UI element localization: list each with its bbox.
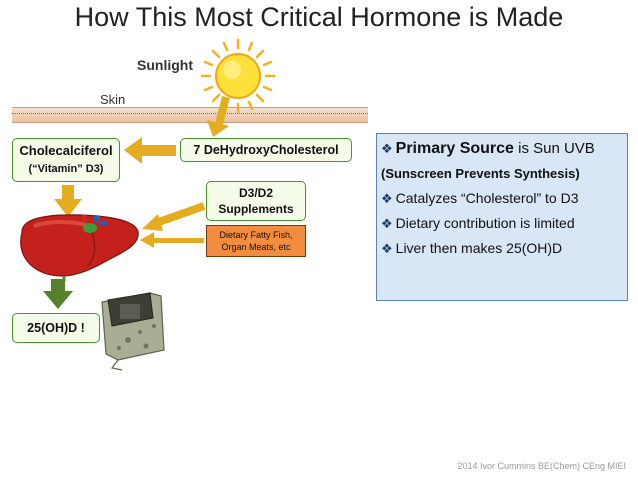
skin-layer xyxy=(12,107,368,123)
dietary-line1: Dietary Fatty Fish, xyxy=(219,230,293,240)
sunlight-label: Sunlight xyxy=(137,57,193,73)
info-panel: ❖Primary Source is Sun UVB (Sunscreen Pr… xyxy=(376,133,628,301)
arrow-cholecalciferol-to-liver xyxy=(54,185,82,217)
bullet-icon: ❖ xyxy=(381,191,393,206)
supplements-line1: D3/D2 xyxy=(238,186,273,200)
result-box: 25(OH)D ! xyxy=(12,313,100,343)
dietary-sources-box: Dietary Fatty Fish, Organ Meats, etc xyxy=(206,225,306,257)
bullet-icon: ❖ xyxy=(381,216,393,231)
sun-icon xyxy=(200,38,276,114)
liver-icon xyxy=(20,214,139,282)
cholecalciferol-label: Cholecalciferol xyxy=(19,143,113,158)
page-title: How This Most Critical Hormone is Made xyxy=(74,2,564,32)
catalyzes-text: Catalyzes “Cholesterol” to D3 xyxy=(395,190,579,206)
primary-source-highlight: Primary Source xyxy=(395,140,514,157)
dehydrocholesterol-box: 7 DeHydroxyCholesterol xyxy=(180,138,352,162)
arrow-sun-to-skin xyxy=(207,95,230,137)
dietary-text: Dietary contribution is limited xyxy=(395,215,575,231)
supplements-line2: Supplements xyxy=(218,202,294,216)
info-line-liver: ❖Liver then makes 25(OH)D xyxy=(381,236,623,261)
result-label: 25(OH)D ! xyxy=(27,321,85,335)
supplements-box: D3/D2 Supplements xyxy=(206,181,306,221)
info-line-catalyzes: ❖Catalyzes “Cholesterol” to D3 xyxy=(381,186,623,211)
info-line-primary-source: ❖Primary Source is Sun UVB xyxy=(381,136,623,161)
bullet-icon: ❖ xyxy=(381,141,393,156)
vitamin-d3-label: (“Vitamin” D3) xyxy=(28,163,104,175)
info-line-dietary: ❖Dietary contribution is limited xyxy=(381,211,623,236)
bullet-icon: ❖ xyxy=(381,241,393,256)
arrow-liver-to-result xyxy=(43,279,73,309)
arrow-dehydro-to-cholecalciferol xyxy=(124,137,176,164)
cholecalciferol-box: Cholecalciferol (“Vitamin” D3) xyxy=(12,138,120,182)
info-line-sunscreen: (Sunscreen Prevents Synthesis) xyxy=(381,166,580,181)
dehydrocholesterol-label: 7 DeHydroxyCholesterol xyxy=(193,143,339,157)
primary-source-rest: is Sun UVB xyxy=(513,140,595,157)
footer-credit: 2014 Ivor Cummins BE(Chem) CEng MIEI xyxy=(457,461,626,471)
skin-label: Skin xyxy=(100,92,126,107)
liver-text: Liver then makes 25(OH)D xyxy=(395,240,563,256)
device-icon xyxy=(101,292,165,371)
arrow-dietary-to-liver xyxy=(140,232,204,248)
arrow-supplements-to-liver xyxy=(142,202,206,231)
dietary-line2: Organ Meats, etc xyxy=(221,242,291,252)
